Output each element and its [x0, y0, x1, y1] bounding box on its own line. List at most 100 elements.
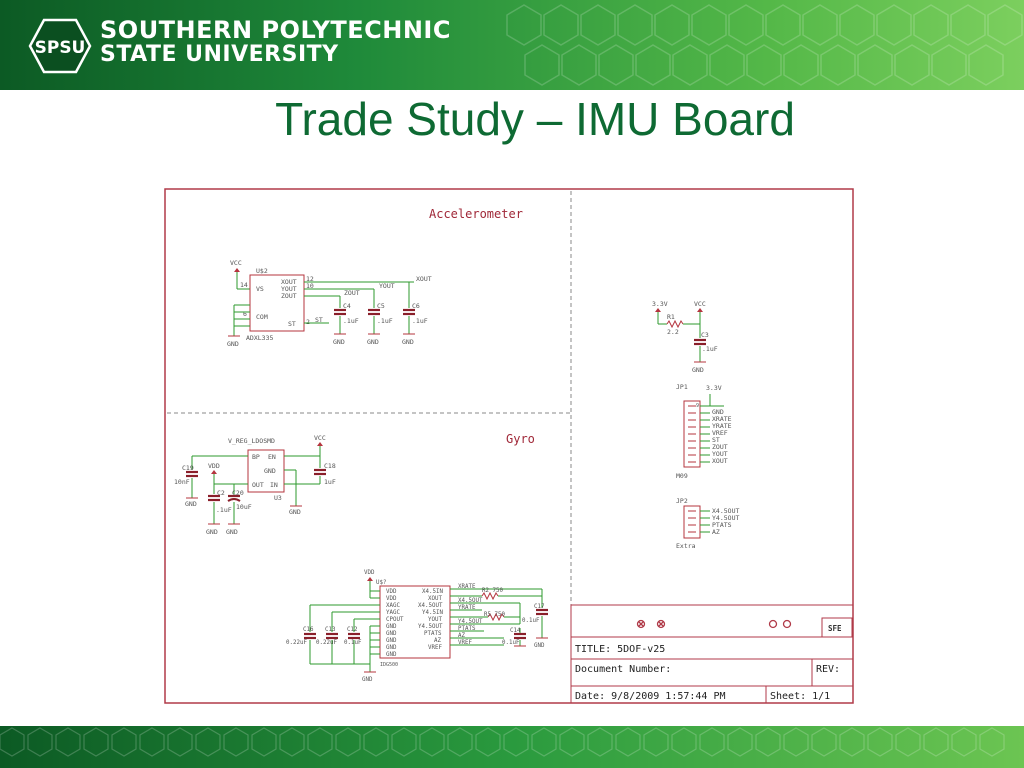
svg-text:VREF: VREF — [712, 429, 728, 437]
svg-text:XRATE: XRATE — [458, 584, 476, 590]
svg-text:PTATS: PTATS — [424, 631, 442, 637]
university-name-line1: SOUTHERN POLYTECHNIC — [100, 16, 451, 44]
svg-text:C12: C12 — [347, 627, 357, 633]
gyro-block: VDD U$? VDD VDD XAGC YAGC CPOUT GND GND … — [286, 570, 548, 683]
accelerometer-block: VCC U$2 VS COM XOUT YOUT ZOUT ST 14 6 12… — [227, 259, 432, 348]
svg-text:X4.5OUT: X4.5OUT — [712, 507, 739, 515]
svg-text:GND: GND — [185, 500, 197, 508]
svg-text:0.1uF: 0.1uF — [522, 618, 540, 624]
svg-text:YOUT: YOUT — [712, 450, 728, 458]
svg-text:C6: C6 — [412, 302, 420, 310]
svg-text:ST: ST — [288, 320, 296, 328]
svg-text:V_REG_LDOSMD: V_REG_LDOSMD — [228, 437, 275, 445]
svg-text:C5: C5 — [377, 302, 385, 310]
svg-text:GND: GND — [386, 645, 397, 651]
svg-text:YRATE: YRATE — [458, 605, 476, 611]
svg-text:VCC: VCC — [314, 434, 326, 442]
logo-badge-text: SPSU — [35, 38, 86, 58]
svg-text:C20: C20 — [232, 489, 244, 497]
section-label-gyro: Gyro — [506, 432, 535, 446]
svg-text:R1: R1 — [667, 313, 675, 321]
svg-text:GND: GND — [333, 338, 345, 346]
svg-text:X4.5OUT: X4.5OUT — [458, 598, 483, 604]
svg-text:GND: GND — [367, 338, 379, 346]
svg-text:XOUT: XOUT — [428, 596, 442, 602]
svg-text:JP1: JP1 — [676, 383, 688, 391]
svg-text:C18: C18 — [324, 462, 336, 470]
svg-text:C17: C17 — [534, 604, 545, 610]
svg-text:C4: C4 — [343, 302, 351, 310]
regulator-block: V_REG_LDOSMD VCC BP EN GND OUT IN U3 VDD — [174, 434, 336, 536]
svg-text:C14: C14 — [510, 628, 521, 634]
svg-text:PTATS: PTATS — [712, 521, 732, 529]
r2-resistor — [481, 591, 499, 601]
svg-text:GND: GND — [402, 338, 414, 346]
adxl335-chip — [249, 274, 305, 332]
jp1-header: JP1 3.3V 9 GND XRATE YRATE VREF ST ZOU — [676, 383, 732, 480]
hexagon-pattern — [506, 4, 1023, 86]
svg-text:C19: C19 — [182, 464, 194, 472]
svg-text:GND: GND — [289, 508, 301, 516]
svg-text:AZ: AZ — [712, 528, 720, 536]
svg-text:10nF: 10nF — [174, 478, 190, 486]
svg-text:M09: M09 — [676, 472, 688, 480]
power-vcc: VCC — [694, 300, 706, 308]
svg-text:JP2: JP2 — [676, 497, 688, 505]
svg-text:VS: VS — [256, 285, 264, 293]
svg-text:X4.5IN: X4.5IN — [422, 589, 443, 595]
svg-text:VREF: VREF — [428, 645, 442, 651]
svg-text:0.22uF: 0.22uF — [286, 640, 307, 646]
svg-text:OUT: OUT — [252, 481, 264, 489]
svg-text:Extra: Extra — [676, 542, 696, 550]
svg-text:Y4.5IN: Y4.5IN — [422, 610, 443, 616]
power-3v3: 3.3V — [652, 300, 668, 308]
svg-text:EN: EN — [268, 453, 276, 461]
sfe-logo: SFE — [828, 624, 842, 633]
svg-text:YOUT: YOUT — [379, 282, 395, 290]
svg-text:GND: GND — [362, 677, 373, 683]
svg-text:10uF: 10uF — [236, 503, 252, 511]
svg-text:GND: GND — [692, 366, 704, 374]
svg-text:Y4.5OUT: Y4.5OUT — [712, 514, 739, 522]
svg-text:6: 6 — [243, 310, 247, 318]
idg500-chip — [379, 585, 451, 659]
svg-text:10: 10 — [306, 282, 314, 290]
svg-text:XOUT: XOUT — [416, 275, 432, 283]
svg-text:ST: ST — [315, 316, 323, 324]
svg-text:YOUT: YOUT — [281, 285, 297, 293]
svg-text:YAGC: YAGC — [386, 610, 400, 616]
svg-text:GND: GND — [386, 638, 397, 644]
university-name-line2: STATE UNIVERSITY — [100, 42, 339, 68]
jp2-header: JP2 X4.5OUT Y4.5OUT PTATS AZ Extra — [676, 497, 739, 550]
svg-text:COM: COM — [256, 313, 268, 321]
svg-text:0.22uF: 0.22uF — [316, 640, 337, 646]
svg-text:XRATE: XRATE — [712, 415, 732, 423]
footer-bar — [0, 726, 1024, 768]
svg-text:14: 14 — [240, 281, 248, 289]
svg-text:3.3V: 3.3V — [706, 384, 722, 392]
svg-text:GND: GND — [226, 528, 238, 536]
svg-text:IDG500: IDG500 — [380, 662, 398, 668]
accel-ref: U$2 — [256, 267, 268, 275]
svg-text:VREF: VREF — [458, 640, 472, 646]
svg-text:Y4.5OUT: Y4.5OUT — [418, 624, 443, 630]
svg-text:GND: GND — [264, 467, 276, 475]
page-title: Trade Study – IMU Board — [275, 93, 795, 145]
svg-text:PTATS: PTATS — [458, 626, 476, 632]
schematic-date: Date: 9/8/2009 1:57:44 PM — [575, 691, 726, 702]
r5-resistor — [487, 612, 505, 622]
r1-resistor — [666, 319, 684, 329]
svg-text:0.1uF: 0.1uF — [502, 640, 520, 646]
svg-text:GND: GND — [386, 652, 397, 658]
schematic-frame — [164, 188, 854, 704]
svg-text:ZOUT: ZOUT — [281, 292, 297, 300]
title-block-marks — [636, 619, 792, 629]
svg-text:VDD: VDD — [364, 570, 375, 576]
svg-text:2: 2 — [306, 318, 310, 326]
revision-label: REV: — [816, 664, 840, 675]
svg-text:GND: GND — [386, 624, 397, 630]
svg-text:C16: C16 — [303, 627, 314, 633]
svg-text:YRATE: YRATE — [712, 422, 732, 430]
sheet-number: Sheet: 1/1 — [770, 691, 830, 702]
svg-text:X4.5OUT: X4.5OUT — [418, 603, 443, 609]
